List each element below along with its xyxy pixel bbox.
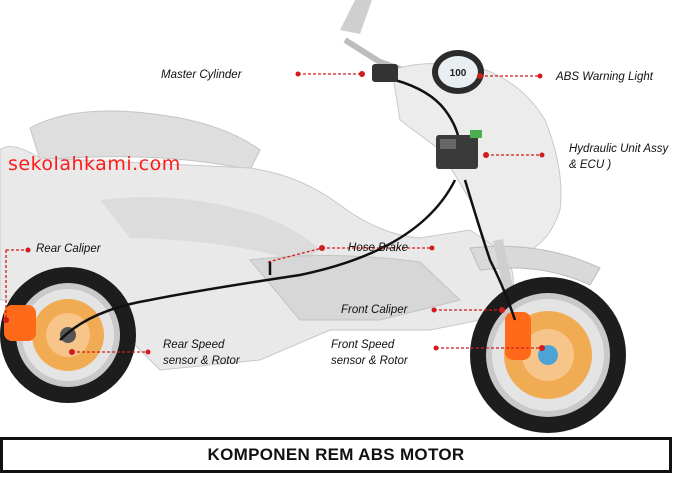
label-master-cylinder: Master Cylinder bbox=[161, 69, 242, 81]
label-hydraulic-unit-line1: Hydraulic Unit Assy bbox=[569, 143, 669, 155]
label-abs-warning-light: ABS Warning Light bbox=[556, 71, 653, 83]
label-rear-speed-line2: sensor & Rotor bbox=[163, 355, 240, 367]
rear-wheel bbox=[0, 267, 136, 403]
caption-box: KOMPONEN REM ABS MOTOR bbox=[0, 437, 672, 473]
hydraulic-unit-part bbox=[436, 130, 482, 169]
speedo-readout: 100 bbox=[450, 68, 467, 79]
label-hose-brake: Hose Brake bbox=[348, 242, 409, 254]
label-front-speed-line2: sensor & Rotor bbox=[331, 355, 408, 367]
front-wheel bbox=[470, 277, 626, 433]
caption-title: KOMPONEN REM ABS MOTOR bbox=[207, 445, 465, 464]
rear-caliper-part bbox=[4, 305, 36, 341]
label-rear-caliper: Rear Caliper bbox=[36, 243, 101, 255]
label-hydraulic-unit-line2: & ECU ) bbox=[569, 159, 612, 171]
leader-lines bbox=[3, 71, 545, 355]
master-cylinder-part bbox=[372, 64, 398, 82]
speedometer: 100 bbox=[432, 50, 484, 94]
label-front-caliper: Front Caliper bbox=[341, 304, 408, 316]
front-caliper-part bbox=[505, 312, 531, 360]
label-rear-speed-line1: Rear Speed bbox=[163, 339, 225, 351]
label-front-speed-line1: Front Speed bbox=[331, 339, 395, 351]
watermark-text: sekolahkami.com bbox=[8, 153, 181, 175]
